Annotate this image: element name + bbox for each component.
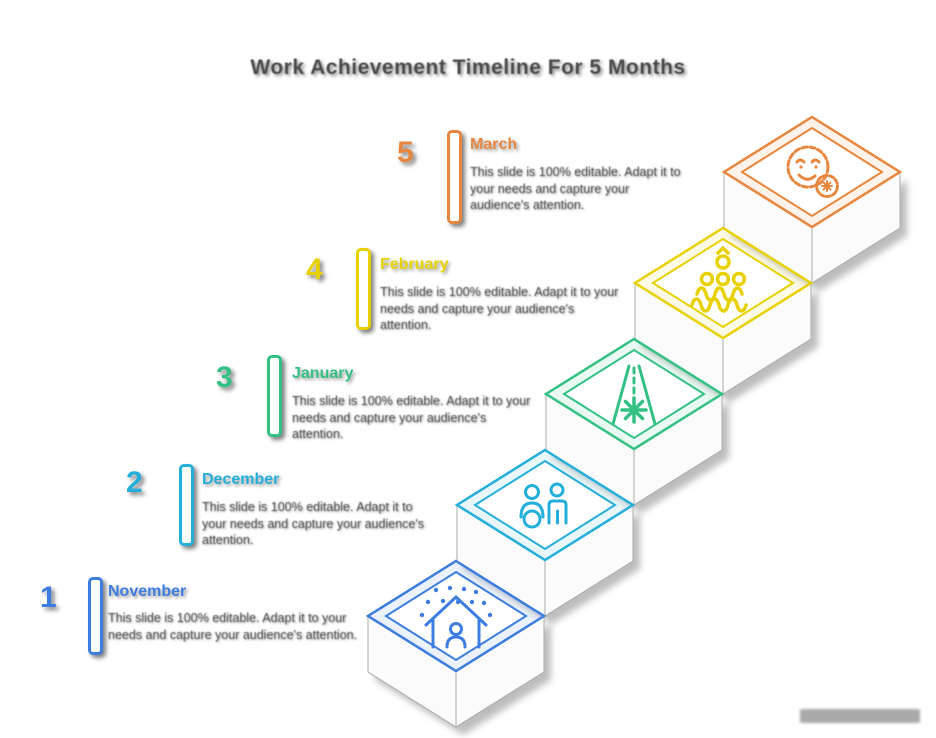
step-3-number: 3 (216, 361, 233, 394)
step-3-bar (267, 355, 282, 437)
step-4-month: February (380, 256, 449, 273)
step-5-bar (447, 130, 462, 224)
step-2-platform (454, 448, 640, 624)
road-star-icon (611, 364, 657, 426)
step-3-month: January (292, 365, 354, 382)
step-4-description: This slide is 100% editable. Adapt it to… (380, 285, 619, 332)
step-5-number: 5 (397, 136, 414, 169)
step-5-diamond-inner (740, 126, 884, 218)
step-1-bar (88, 577, 103, 655)
step-1-diamond-inner (384, 570, 528, 662)
audience-icon (690, 245, 748, 313)
step-4-platform (632, 226, 818, 402)
step-3-description: This slide is 100% editable. Adapt it to… (292, 394, 531, 441)
step-5-month: March (470, 136, 518, 153)
step-2-number: 2 (126, 466, 143, 499)
step-4-number: 4 (306, 253, 323, 286)
step-5-description: This slide is 100% editable. Adapt it to… (470, 165, 681, 212)
step-1-month: November (108, 583, 187, 600)
step-1-description: This slide is 100% editable. Adapt it to… (108, 611, 358, 642)
page-title: Work Achievement Timeline For 5 Months (250, 56, 686, 79)
step-1-platform (365, 559, 551, 735)
smiley-badge-icon (786, 145, 839, 198)
watermark (800, 709, 920, 723)
step-2-diamond-inner (473, 459, 617, 551)
home-person-icon (419, 585, 493, 649)
step-4-bar (356, 248, 371, 330)
step-1-number: 1 (40, 581, 57, 614)
step-2-description: This slide is 100% editable. Adapt it to… (202, 500, 424, 547)
step-2-month: December (202, 471, 280, 488)
step-2-bar (179, 464, 194, 546)
two-people-icon (519, 482, 568, 529)
step-3-platform (543, 337, 729, 513)
